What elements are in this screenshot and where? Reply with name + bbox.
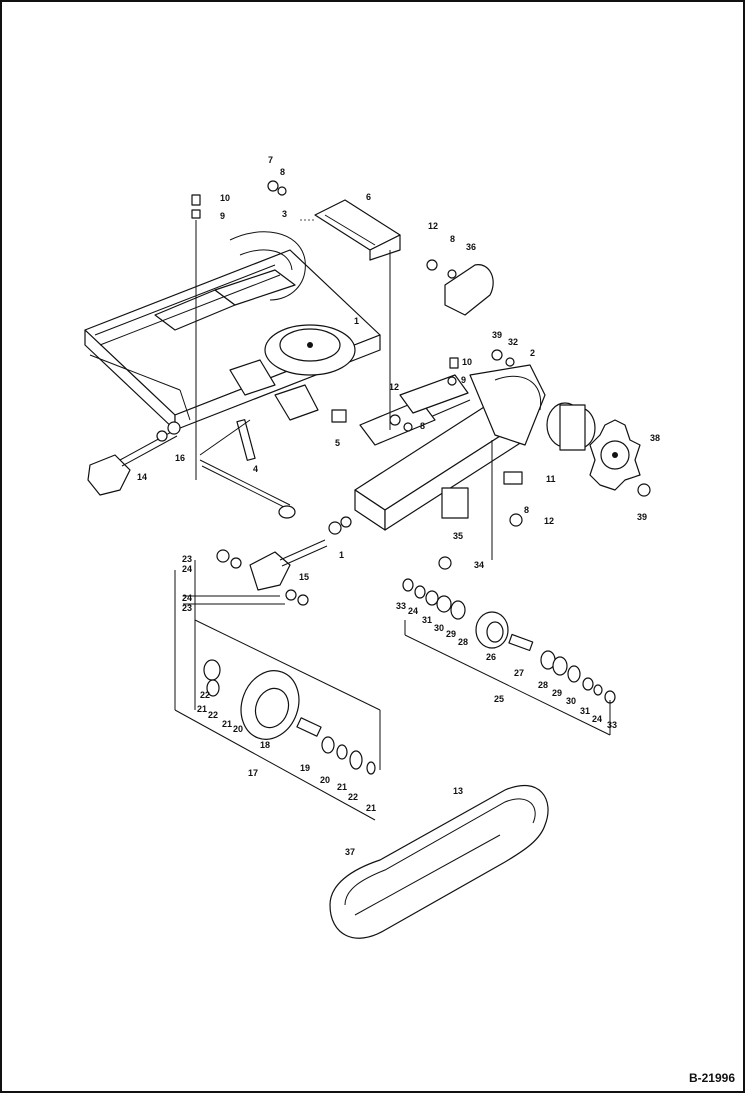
callout-15: 15 (299, 572, 309, 582)
callout-23a: 23 (182, 554, 192, 564)
callout-12c: 12 (544, 516, 554, 526)
callout-10b: 10 (462, 357, 472, 367)
callout-39b: 39 (637, 512, 647, 522)
hardware (156, 180, 651, 606)
callout-7: 7 (268, 155, 273, 165)
cover-plate-36 (444, 264, 494, 316)
bracket-15 (249, 539, 328, 591)
idler-wheel (203, 659, 376, 775)
callout-26: 26 (486, 652, 496, 662)
callout-17: 17 (248, 768, 258, 778)
callout-8c: 8 (420, 421, 425, 431)
callout-9a: 9 (220, 211, 225, 221)
sprocket (589, 419, 641, 491)
callout-21b: 21 (337, 782, 347, 792)
callout-35: 35 (453, 531, 463, 541)
callout-1: 1 (354, 316, 359, 326)
callout-10a: 10 (220, 193, 230, 203)
callout-23b: 23 (182, 603, 192, 613)
callout-28b: 28 (538, 680, 548, 690)
callout-20a: 20 (233, 724, 243, 734)
callout-2: 2 (530, 348, 535, 358)
callout-8d: 8 (524, 505, 529, 515)
idler-bracket-14 (87, 429, 178, 496)
callout-19: 19 (300, 763, 310, 773)
callout-31b: 31 (580, 706, 590, 716)
callout-24a: 24 (182, 564, 192, 574)
callout-34: 34 (474, 560, 484, 570)
callout-30b: 30 (566, 696, 576, 706)
callout-14: 14 (137, 472, 147, 482)
travel-motor (546, 402, 596, 451)
callout-30a: 30 (434, 623, 444, 633)
callout-32: 32 (508, 337, 518, 347)
callout-6: 6 (366, 192, 371, 202)
callout-13: 13 (453, 786, 463, 796)
callout-9b: 9 (461, 375, 466, 385)
callout-36: 36 (466, 242, 476, 252)
leader-lines (174, 219, 611, 821)
callout-16: 16 (175, 453, 185, 463)
callout-22c: 22 (200, 690, 210, 700)
callout-11: 11 (546, 474, 556, 484)
callout-22b: 22 (348, 792, 358, 802)
track-frame (84, 231, 381, 431)
callout-38: 38 (650, 433, 660, 443)
callout-31a: 31 (422, 615, 432, 625)
callout-4: 4 (253, 464, 258, 474)
callout-29a: 29 (446, 629, 456, 639)
callout-24b: 24 (182, 593, 192, 603)
callout-24d: 24 (592, 714, 602, 724)
side-frame-rail (354, 364, 546, 531)
callout-labels: 1 2 3 4 5 6 7 8 8 8 8 9 9 10 10 11 12 12… (137, 155, 660, 857)
callout-37: 37 (345, 847, 355, 857)
callout-39a: 39 (492, 330, 502, 340)
callout-3: 3 (282, 209, 287, 219)
callout-22a: 22 (208, 710, 218, 720)
callout-8b: 8 (450, 234, 455, 244)
callout-21a: 21 (222, 719, 232, 729)
callout-33b: 33 (607, 720, 617, 730)
callout-24c: 24 (408, 606, 418, 616)
rubber-track (329, 784, 549, 939)
callout-28a: 28 (458, 637, 468, 647)
callout-20b: 20 (320, 775, 330, 785)
figure-number: B-21996 (688, 1071, 735, 1085)
callout-1x: 1 (339, 550, 344, 560)
callout-21d: 21 (197, 704, 207, 714)
track-roller (402, 578, 616, 704)
cylinder-4 (199, 419, 296, 519)
callout-21c: 21 (366, 803, 376, 813)
callout-18: 18 (260, 740, 270, 750)
guard-6 (314, 199, 401, 261)
callout-12b: 12 (389, 382, 399, 392)
callout-27: 27 (514, 668, 524, 678)
callout-33a: 33 (396, 601, 406, 611)
callout-25: 25 (494, 694, 504, 704)
callout-5: 5 (335, 438, 340, 448)
callout-12a: 12 (428, 221, 438, 231)
callout-8a: 8 (280, 167, 285, 177)
callout-29b: 29 (552, 688, 562, 698)
